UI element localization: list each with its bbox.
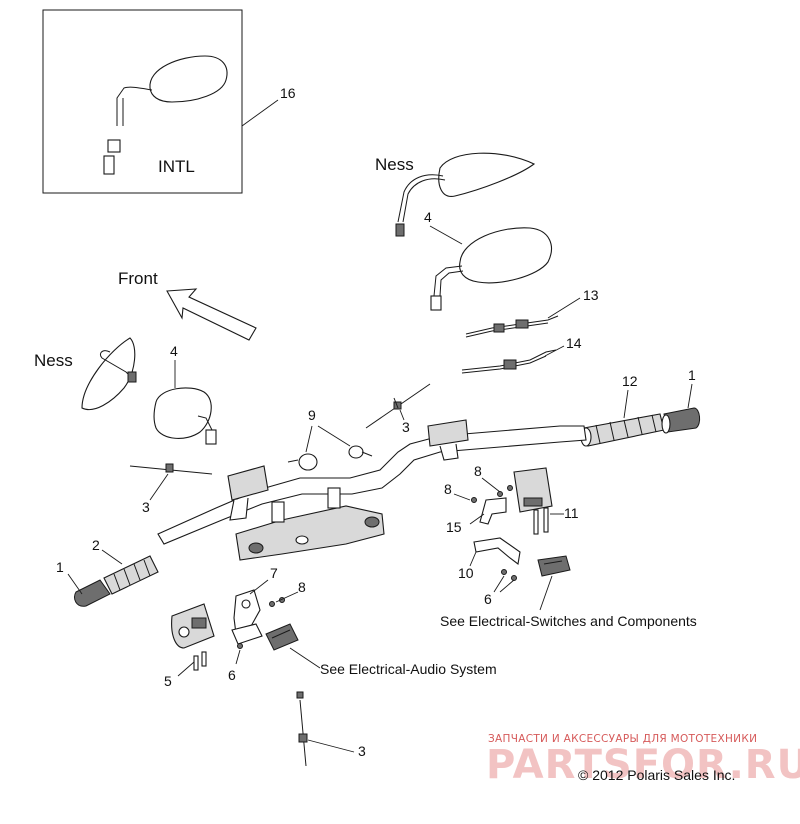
cable-tie-left (129, 463, 213, 475)
ness-mirror-left (81, 337, 137, 410)
bracket-7 (233, 589, 261, 635)
callout-12: 12 (622, 373, 638, 389)
screws-5 (193, 651, 207, 671)
note-audio: See Electrical-Audio System (320, 661, 497, 677)
callout-15: 15 (446, 519, 462, 535)
right-switch-housing (513, 467, 553, 513)
bracket-10 (473, 537, 521, 565)
copyright: © 2012 Polaris Sales Inc. (578, 767, 735, 783)
ness-label-top: Ness (375, 155, 414, 174)
front-direction-arrow (166, 288, 257, 341)
bracket-15 (479, 497, 507, 525)
callout-3-left: 3 (142, 499, 150, 515)
callout-14: 14 (566, 335, 582, 351)
mirror-top (430, 227, 552, 311)
callout-8-right: 8 (474, 463, 482, 479)
callout-5: 5 (164, 673, 172, 689)
master-cylinder-left (227, 465, 269, 521)
intl-label: INTL (158, 157, 195, 176)
right-bar-end-weight (661, 407, 701, 434)
front-label: Front (118, 269, 158, 288)
master-cylinder-right (427, 419, 469, 461)
callout-1-left: 1 (56, 559, 64, 575)
callout-13: 13 (583, 287, 599, 303)
callout-8-bottom: 8 (298, 579, 306, 595)
intl-mirror-part (103, 55, 228, 175)
left-switch-housing (171, 603, 215, 649)
left-control-pad (265, 623, 299, 651)
callout-6-right: 6 (484, 591, 492, 607)
note-switches: See Electrical-Switches and Components (440, 613, 697, 629)
watermark-logo: PARTSFOR.RU (486, 742, 800, 788)
bracket-6-left (231, 623, 263, 645)
triple-clamp (235, 487, 385, 561)
screws-8-right (497, 485, 513, 497)
watermark-tagline: ЗАПЧАСТИ И АКСЕССУАРЫ ДЛЯ МОТОТЕХНИКИ (488, 733, 757, 745)
intl-inset-frame (42, 9, 243, 194)
callout-2: 2 (92, 537, 100, 553)
left-grip (103, 555, 159, 595)
cable-tie-bottom (296, 691, 308, 767)
handlebar (157, 425, 587, 545)
callout-8-left: 8 (444, 481, 452, 497)
left-bar-end-weight (73, 579, 111, 607)
screws-6-right (501, 569, 517, 581)
ness-label-left: Ness (34, 351, 73, 370)
throttle-cable-14 (461, 349, 557, 374)
right-control-pad (537, 555, 571, 577)
callout-16: 16 (280, 85, 296, 101)
callout-7: 7 (270, 565, 278, 581)
callout-3-bottom: 3 (358, 743, 366, 759)
callout-4-left: 4 (170, 343, 178, 359)
wire-clips (287, 445, 373, 471)
mirror-left (153, 387, 217, 445)
callout-6-left: 6 (228, 667, 236, 683)
callout-10: 10 (458, 565, 474, 581)
callout-1-right: 1 (688, 367, 696, 383)
callout-4-top: 4 (424, 209, 432, 225)
cable-tie-upper (365, 383, 431, 429)
screws-11 (533, 507, 549, 535)
right-grip (580, 413, 665, 447)
callout-11: 11 (564, 505, 579, 521)
ness-mirror-top (395, 152, 536, 237)
callout-3-upper: 3 (402, 419, 410, 435)
callout-9: 9 (308, 407, 316, 423)
throttle-cable-13 (465, 315, 559, 338)
